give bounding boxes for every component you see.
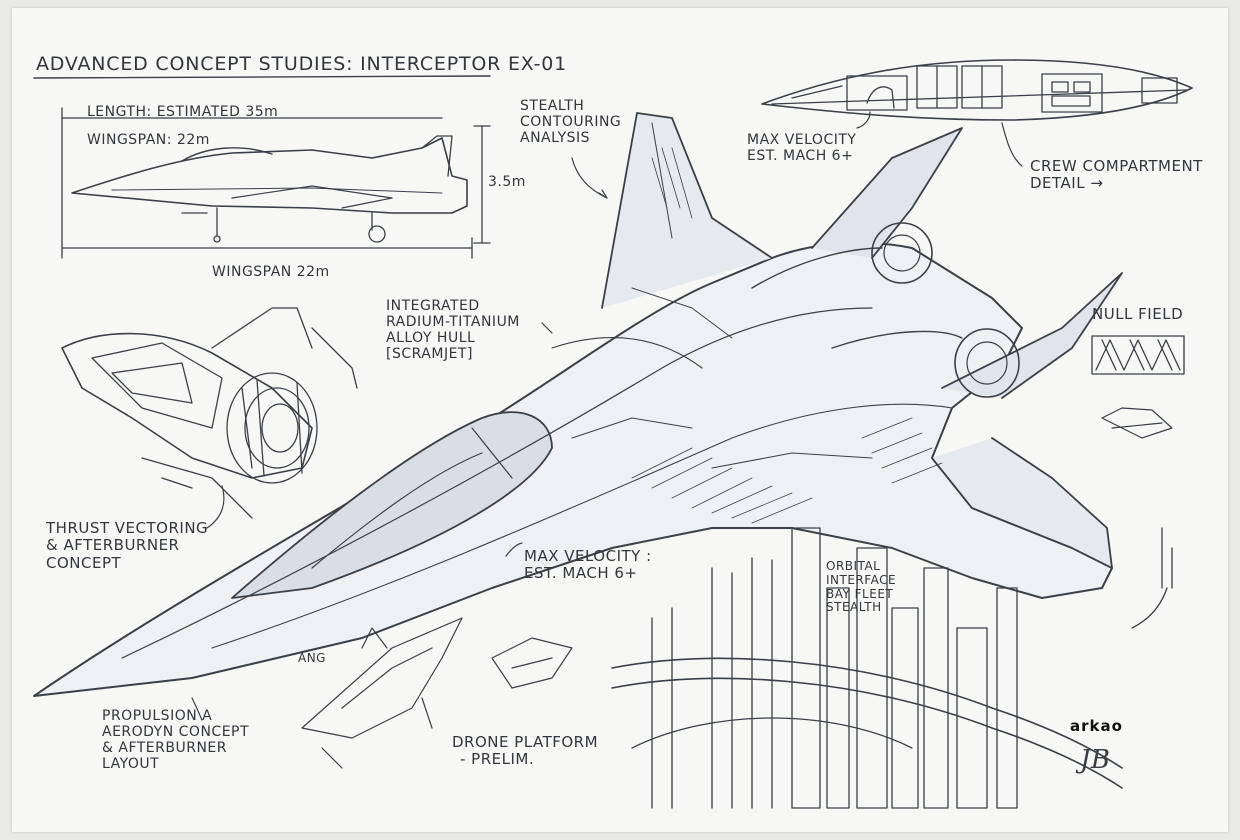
propulsion-line-2: AERODYN CONCEPT bbox=[102, 724, 250, 741]
propulsion-line-3: & AFTERBURNER bbox=[102, 740, 228, 757]
stealth-annotation: STEALTH CONTOURING ANALYSIS bbox=[520, 98, 621, 146]
stealth-line-2: CONTOURING bbox=[520, 114, 622, 131]
city-annotation: ORBITAL INTERFACE BAY FLEET STEALTH bbox=[826, 559, 897, 615]
max-velocity-mid-line-1: MAX VELOCITY : bbox=[524, 547, 652, 565]
city-line-3: BAY FLEET bbox=[826, 586, 894, 601]
hull-line-3: ALLOY HULL bbox=[386, 330, 476, 347]
thrust-line-2: & AFTERBURNER bbox=[46, 536, 180, 555]
stealth-line-1: STEALTH bbox=[520, 98, 585, 114]
crew-annotation: CREW COMPARTMENT DETAIL → bbox=[1030, 157, 1203, 193]
hull-line-1: INTEGRATED bbox=[386, 298, 480, 314]
max-velocity-top-line-2: EST. MACH 6+ bbox=[747, 148, 854, 165]
crew-compartment-drawing bbox=[761, 59, 1193, 121]
max-velocity-mid-line-2: EST. MACH 6+ bbox=[524, 564, 638, 583]
hull-annotation: INTEGRATED RADIUM-TITANIUM ALLOY HULL [S… bbox=[386, 298, 520, 362]
interceptor-main-drawing bbox=[33, 112, 1123, 697]
null-field-label: NULL FIELD bbox=[1092, 305, 1184, 323]
crew-line-1: CREW COMPARTMENT bbox=[1030, 157, 1203, 175]
sketch-sheet: ADVANCED CONCEPT STUDIES: INTERCEPTOR EX… bbox=[12, 8, 1228, 832]
mini-sketches bbox=[301, 407, 1173, 769]
max-velocity-top-line-1: MAX VELOCITY bbox=[747, 132, 857, 148]
city-drawing bbox=[611, 527, 1173, 809]
thrust-line-1: THRUST VECTORING bbox=[46, 519, 209, 537]
city-line-2: INTERFACE bbox=[826, 572, 897, 587]
wingspan-bottom-label: WINGSPAN 22m bbox=[212, 264, 330, 280]
artist-signature: JB bbox=[1080, 745, 1111, 775]
page-title: ADVANCED CONCEPT STUDIES: INTERCEPTOR EX… bbox=[36, 53, 568, 75]
thrust-annotation: THRUST VECTORING & AFTERBURNER CONCEPT bbox=[46, 519, 209, 572]
max-velocity-top-annotation: MAX VELOCITY EST. MACH 6+ bbox=[747, 132, 856, 164]
propulsion-line-4: LAYOUT bbox=[102, 756, 160, 773]
side-view-drawing bbox=[61, 107, 491, 259]
wingspan-label: WINGSPAN: 22m bbox=[87, 132, 210, 148]
thrust-vectoring-drawing bbox=[61, 307, 358, 529]
height-label: 3.5m bbox=[488, 174, 526, 190]
hull-line-2: RADIUM-TITANIUM bbox=[386, 314, 520, 331]
crew-line-2: DETAIL → bbox=[1030, 174, 1104, 193]
max-velocity-mid-annotation: MAX VELOCITY : EST. MACH 6+ bbox=[524, 547, 652, 583]
annotation-pointers bbox=[191, 111, 1023, 721]
null-field-box bbox=[1091, 335, 1185, 375]
artist-logo: arkao bbox=[1070, 717, 1123, 735]
drone-line-1: DRONE PLATFORM bbox=[452, 733, 599, 751]
drone-annotation: DRONE PLATFORM - PRELIM. bbox=[452, 733, 599, 769]
hull-line-4: [SCRAMJET] bbox=[386, 346, 473, 363]
thrust-line-3: CONCEPT bbox=[46, 553, 122, 572]
sketch-drawing bbox=[33, 59, 1193, 809]
city-line-1: ORBITAL bbox=[826, 559, 881, 573]
city-line-4: STEALTH bbox=[826, 600, 882, 615]
length-label: LENGTH: ESTIMATED 35m bbox=[87, 104, 279, 120]
ang-label: ANG bbox=[298, 651, 326, 665]
stealth-line-3: ANALYSIS bbox=[520, 130, 591, 147]
drone-line-2: - PRELIM. bbox=[460, 750, 535, 769]
propulsion-line-1: PROPULSION A bbox=[102, 708, 213, 724]
propulsion-annotation: PROPULSION A AERODYN CONCEPT & AFTERBURN… bbox=[102, 708, 249, 772]
